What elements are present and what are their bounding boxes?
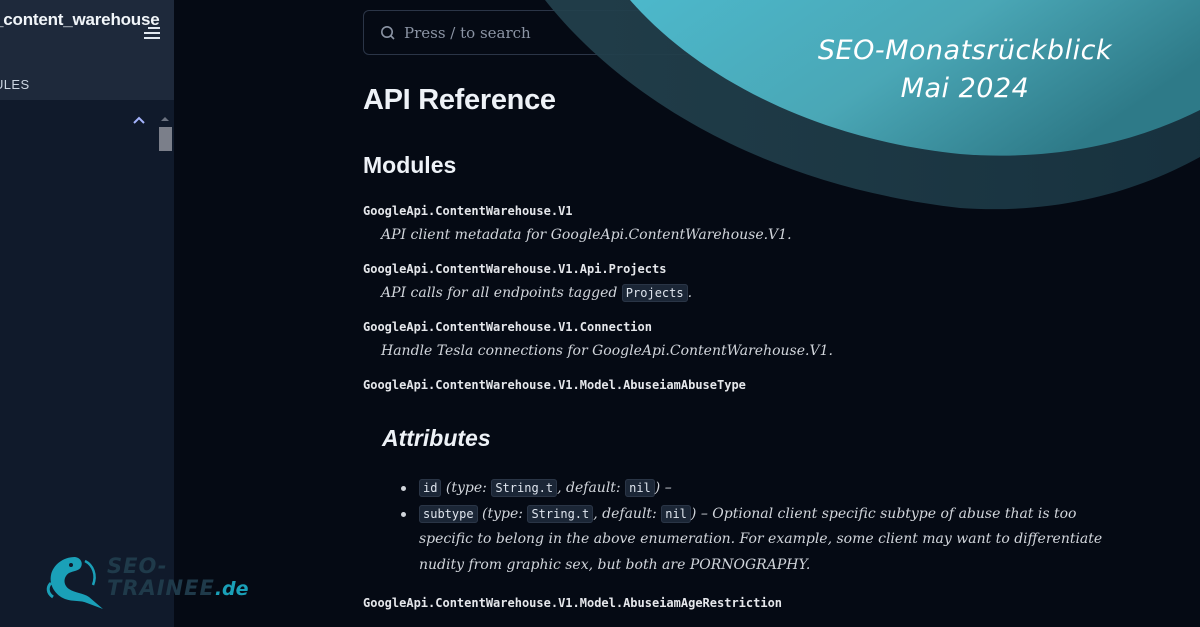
- type-label: type:: [487, 505, 524, 522]
- module-description: Handle Tesla connections for GoogleApi.C…: [381, 343, 833, 359]
- bullet-icon: [401, 511, 406, 517]
- bullet-icon: [401, 486, 406, 491]
- sidebar: _content_warehouse ULES: [0, 0, 174, 627]
- attribute-default: nil: [625, 479, 655, 497]
- logo-brand: TRAINEE: [107, 576, 215, 600]
- banner-line-1: SEO-Monatsrückblick: [817, 35, 1113, 66]
- logo-line-2: TRAINEE.de: [107, 577, 249, 600]
- search-input[interactable]: [404, 22, 704, 44]
- sidebar-header: _content_warehouse ULES: [0, 0, 174, 100]
- section-title-modules: Modules: [363, 152, 457, 178]
- module-link[interactable]: GoogleApi.ContentWarehouse.V1.Model.Abus…: [363, 596, 783, 610]
- page-title: API Reference: [363, 84, 556, 116]
- kingfisher-bird-icon: [46, 557, 103, 609]
- logo-tld: .de: [214, 578, 249, 600]
- attribute-type: String.t: [527, 504, 594, 523]
- chevron-up-icon[interactable]: [132, 115, 146, 125]
- banner-line-2: Mai 2024: [900, 73, 1030, 104]
- attribute-name: subtype: [419, 504, 478, 523]
- module-link[interactable]: GoogleApi.ContentWarehouse.V1.Connection: [363, 320, 652, 334]
- banner-title: SEO-Monatsrückblick Mai 2024: [770, 32, 1160, 108]
- scrollbar-thumb[interactable]: [159, 127, 172, 151]
- seo-trainee-logo: SEO- TRAINEE.de: [45, 553, 255, 611]
- module-link[interactable]: GoogleApi.ContentWarehouse.V1: [363, 204, 573, 218]
- inline-code: Projects: [621, 284, 688, 302]
- attributes-heading: Attributes: [382, 425, 491, 451]
- attribute-default: nil: [661, 504, 691, 523]
- module-link[interactable]: GoogleApi.ContentWarehouse.V1.Model.Abus…: [363, 378, 746, 392]
- logo-line-1: SEO-: [107, 554, 168, 578]
- module-description: API client metadata for GoogleApi.Conten…: [381, 227, 792, 243]
- description-text: API calls for all endpoints tagged: [381, 285, 622, 301]
- default-label: default:: [602, 505, 657, 522]
- attribute-name: id: [419, 479, 442, 497]
- scrollbar-up-arrow[interactable]: [161, 117, 169, 121]
- description-text: .: [687, 285, 693, 301]
- hamburger-menu-icon[interactable]: [144, 27, 160, 39]
- attributes-list: id (type: String.t, default: nil) – subt…: [401, 476, 1111, 578]
- attribute-item: subtype (type: String.t, default: nil) –…: [401, 502, 1111, 579]
- module-link[interactable]: GoogleApi.ContentWarehouse.V1.Api.Projec…: [363, 262, 667, 276]
- project-title[interactable]: _content_warehouse: [0, 10, 160, 29]
- attribute-description: Optional client specific subtype of abus…: [419, 505, 1103, 573]
- logo-text: SEO- TRAINEE.de: [107, 555, 249, 600]
- attribute-item: id (type: String.t, default: nil) –: [401, 476, 1111, 502]
- module-description: API calls for all endpoints tagged Proje…: [381, 284, 693, 302]
- default-label: default:: [566, 480, 621, 496]
- attribute-type: String.t: [491, 479, 558, 497]
- sidebar-tab-modules[interactable]: ULES: [0, 77, 30, 92]
- search-icon: [381, 26, 395, 40]
- type-label: type:: [451, 480, 487, 496]
